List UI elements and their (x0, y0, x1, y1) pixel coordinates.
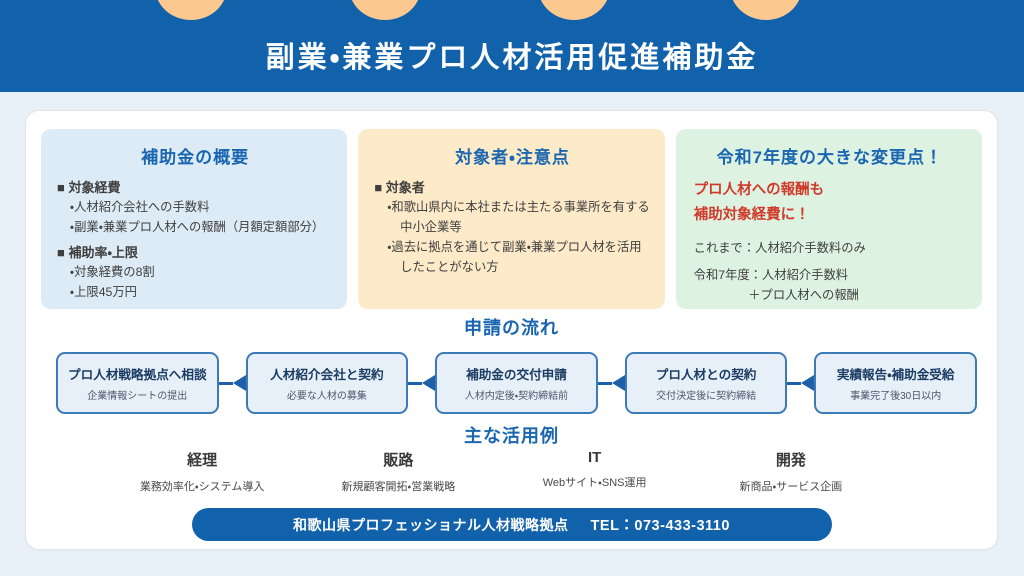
examples-section-title: 主な活用例 (464, 426, 559, 446)
target-heading: ■ 対象者 (374, 180, 425, 195)
flow-step-grant-application: 補助金の交付申請 人材内定後・契約締結前 (435, 352, 598, 414)
flow-step-main: プロ人材戦略拠点へ相談 (68, 368, 207, 382)
example-development: 開発 新商品・サービス企画 (693, 449, 889, 494)
overview-bullet: ・人材紹介会社への手数料 (69, 200, 210, 215)
overview-heading-expenses: ■ 対象経費 (57, 180, 121, 195)
changes-highlight-line: プロ人材への報酬も (693, 182, 825, 198)
example-label: 開発 (775, 452, 806, 469)
example-label: 経理 (187, 452, 218, 469)
target-bullet: ・過去に拠点を通じて副業・兼業プロ人材を活用したことがない方 (387, 239, 642, 274)
contact-banner: 和歌山県プロフェッショナル人材戦略拠点 TEL：073-433-3110 (191, 508, 832, 541)
flow-arrow-icon (408, 352, 436, 414)
flow-step-main: 補助金の交付申請 (466, 368, 567, 382)
flow-section-title: 申請の流れ (464, 318, 559, 338)
flow-step-consult: プロ人材戦略拠点へ相談 企業情報シートの提出 (56, 352, 219, 414)
overview-heading-rate: ■ 補助率・上限 (57, 244, 138, 260)
overview-box-title: 補助金の概要 (141, 148, 250, 167)
changes-box-title: 令和7年度の大きな変更点！ (716, 148, 944, 167)
changes-after-note-continuation: ＋プロ人材への報酬 (748, 288, 859, 303)
page-title: 副業・兼業プロ人材活用促進補助金 (265, 42, 759, 74)
example-desc: Webサイト・SNS運用 (542, 477, 647, 489)
changes-highlight-line: 補助対象経費に！ (693, 207, 810, 224)
overview-bullet: ・副業・兼業プロ人材への報酬（月額定額部分） (69, 220, 325, 235)
orange-semicircle-icon (349, 0, 421, 20)
flow-step-main: 実績報告・補助金受給 (836, 368, 955, 382)
orange-semicircle-icon (730, 0, 802, 20)
header-banner: 副業・兼業プロ人材活用促進補助金 (0, 0, 1024, 92)
flow-step-sub: 必要な人材の募集 (286, 391, 367, 402)
example-it: IT Webサイト・SNS運用 (497, 449, 693, 494)
orange-semicircle-icon (155, 0, 227, 20)
changes-after-note: 令和7年度：人材紹介手数料 (693, 268, 849, 283)
flow-step-sub: 人材内定後・契約締結前 (464, 391, 569, 402)
flow-arrow-icon (787, 352, 815, 414)
flow-step-pro-contract: プロ人材との契約 交付決定後に契約締結 (624, 352, 788, 414)
target-box: 対象者・注意点 ■ 対象者 ・和歌山県内に本社または主たる事業所を有する中小企業… (358, 129, 665, 309)
target-bullet: ・和歌山県内に本社または主たる事業所を有する中小企業等 (387, 200, 650, 235)
flow-step-sub: 事業完了後30日以内 (850, 391, 942, 402)
contact-phone: TEL：073-433-3110 (590, 518, 730, 534)
example-label: IT (587, 449, 602, 466)
info-boxes-row: 補助金の概要 ■ 対象経費 ・人材紹介会社への手数料 ・副業・兼業プロ人材への報… (41, 129, 982, 309)
flow-step-main: プロ人材との契約 (655, 368, 757, 382)
overview-bullet: ・対象経費の8割 (69, 265, 155, 280)
application-flow: プロ人材戦略拠点へ相談 企業情報シートの提出 人材紹介会社と契約 必要な人材の募… (56, 352, 977, 414)
flow-step-report: 実績報告・補助金受給 事業完了後30日以内 (814, 352, 977, 414)
overview-bullet: ・上限45万円 (69, 285, 137, 299)
changes-highlight: プロ人材への報酬も 補助対象経費に！ (694, 178, 968, 229)
example-desc: 新商品・サービス企画 (739, 481, 843, 493)
orange-semicircle-icon (538, 0, 610, 20)
flow-arrow-icon (218, 352, 246, 414)
changes-before-note: これまで：人材紹介手数料のみ (693, 240, 866, 255)
overview-box: 補助金の概要 ■ 対象経費 ・人材紹介会社への手数料 ・副業・兼業プロ人材への報… (41, 129, 348, 309)
example-desc: 業務効率化・システム導入 (139, 481, 265, 493)
flow-step-main: 人材紹介会社と契約 (270, 368, 384, 382)
contact-org-name: 和歌山県プロフェッショナル人材戦略拠点 (293, 516, 569, 533)
content-card: 補助金の概要 ■ 対象経費 ・人材紹介会社への手数料 ・副業・兼業プロ人材への報… (25, 110, 998, 550)
example-label: 販路 (383, 452, 414, 469)
flow-step-sub: 交付決定後に契約締結 (656, 391, 757, 402)
target-box-title: 対象者・注意点 (455, 148, 570, 167)
example-sales-channel: 販路 新規顧客開拓・営業戦略 (300, 449, 496, 494)
flow-step-sub: 企業情報シートの提出 (87, 391, 188, 402)
changes-box: 令和7年度の大きな変更点！ プロ人材への報酬も 補助対象経費に！ これまで：人材… (675, 129, 982, 309)
flow-step-agency-contract: 人材紹介会社と契約 必要な人材の募集 (245, 352, 409, 414)
example-accounting: 経理 業務効率化・システム導入 (104, 449, 300, 494)
examples-row: 経理 業務効率化・システム導入 販路 新規顧客開拓・営業戦略 IT Webサイト… (104, 449, 889, 494)
example-desc: 新規顧客開拓・営業戦略 (341, 481, 456, 493)
flow-arrow-icon (597, 352, 625, 414)
